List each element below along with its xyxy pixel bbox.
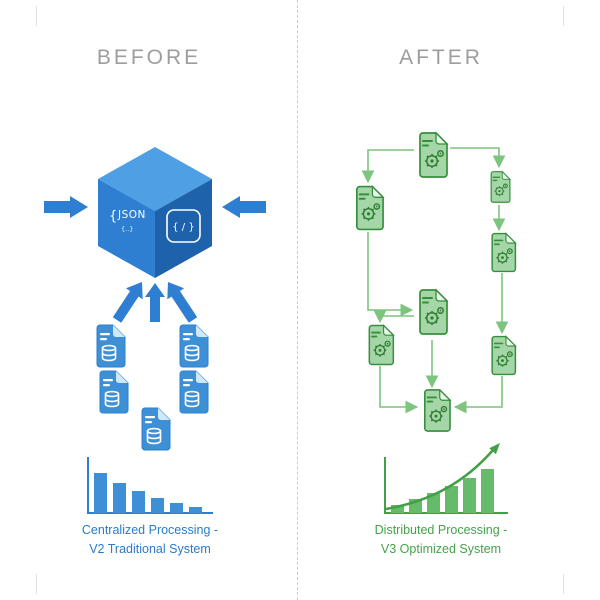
- connector-arrow: [453, 376, 503, 414]
- growth-arrowhead-icon: [489, 443, 500, 455]
- cube-json-label: JSON: [117, 209, 146, 221]
- gear-document-icon: [491, 335, 517, 376]
- after-caption-line2: V3 Optimized System: [380, 541, 502, 556]
- chart-bar: [427, 493, 440, 513]
- before-chart-bars: [94, 473, 202, 513]
- cube-code-badge: [166, 209, 201, 243]
- gear-document-icon: [368, 324, 395, 366]
- before-title: BEFORE: [96, 46, 202, 69]
- after-title: AFTER: [399, 46, 483, 69]
- cube-right-face: [155, 179, 212, 278]
- database-document-icon: [141, 407, 171, 451]
- connector-arrow: [367, 232, 414, 317]
- chart-bar: [94, 473, 107, 513]
- growth-trend-arrow: [385, 449, 494, 511]
- database-document-icon: [179, 324, 209, 368]
- arrow-left-icon: [222, 196, 266, 218]
- after-caption: Distributed Processing - V3 Optimized Sy…: [298, 521, 584, 559]
- chart-bar: [445, 486, 458, 513]
- before-caption: Centralized Processing - V2 Traditional …: [0, 521, 300, 559]
- gear-document-icon: [423, 389, 451, 432]
- crop-mark: [36, 574, 37, 594]
- chart-bar: [189, 507, 202, 513]
- gear-document-icon: [491, 232, 517, 273]
- gear-document-icon: [490, 171, 511, 203]
- chart-bar: [113, 483, 126, 513]
- cube-left-face: [98, 179, 155, 278]
- database-document-icon: [179, 370, 209, 414]
- after-chart: [384, 443, 508, 514]
- database-document-icon: [99, 370, 129, 414]
- crop-mark: [563, 6, 564, 26]
- after-chart-bars: [391, 469, 494, 513]
- arrow-up-right-icon: [112, 282, 143, 323]
- before-chart: [87, 457, 213, 514]
- gear-document-icon: [418, 131, 449, 179]
- connector-arrow: [450, 147, 506, 169]
- before-caption-line2: V2 Traditional System: [89, 541, 211, 556]
- divider-dashed-line: [297, 0, 298, 600]
- cube-slash-label: { / }: [172, 222, 194, 233]
- chart-bar: [151, 498, 164, 513]
- database-document-icon: [96, 324, 126, 368]
- chart-bar: [391, 505, 404, 513]
- before-diagram: { JSON {..} { / }: [44, 147, 266, 514]
- gear-document-icon: [418, 288, 449, 336]
- after-diagram: [355, 131, 517, 514]
- arrow-right-icon: [44, 196, 88, 218]
- cube-sub-text: {..}: [121, 225, 133, 233]
- arrow-up-icon: [145, 283, 165, 322]
- json-cube-icon: { JSON {..} { / }: [98, 147, 212, 278]
- crop-mark: [36, 6, 37, 26]
- arrow-up-left-icon: [167, 282, 198, 323]
- chart-bar: [132, 491, 145, 513]
- connector-arrow: [373, 310, 414, 324]
- chart-bar: [463, 478, 476, 513]
- crop-mark: [563, 574, 564, 594]
- connector-arrow: [361, 149, 414, 184]
- gear-document-icon: [355, 185, 384, 231]
- connector-network: [361, 147, 509, 414]
- cube-brace-text: {: [109, 209, 117, 224]
- connector-arrow: [379, 366, 419, 414]
- chart-bar: [170, 503, 183, 513]
- after-caption-line1: Distributed Processing -: [374, 523, 508, 537]
- chart-bar: [481, 469, 494, 513]
- before-caption-line1: Centralized Processing -: [81, 523, 219, 537]
